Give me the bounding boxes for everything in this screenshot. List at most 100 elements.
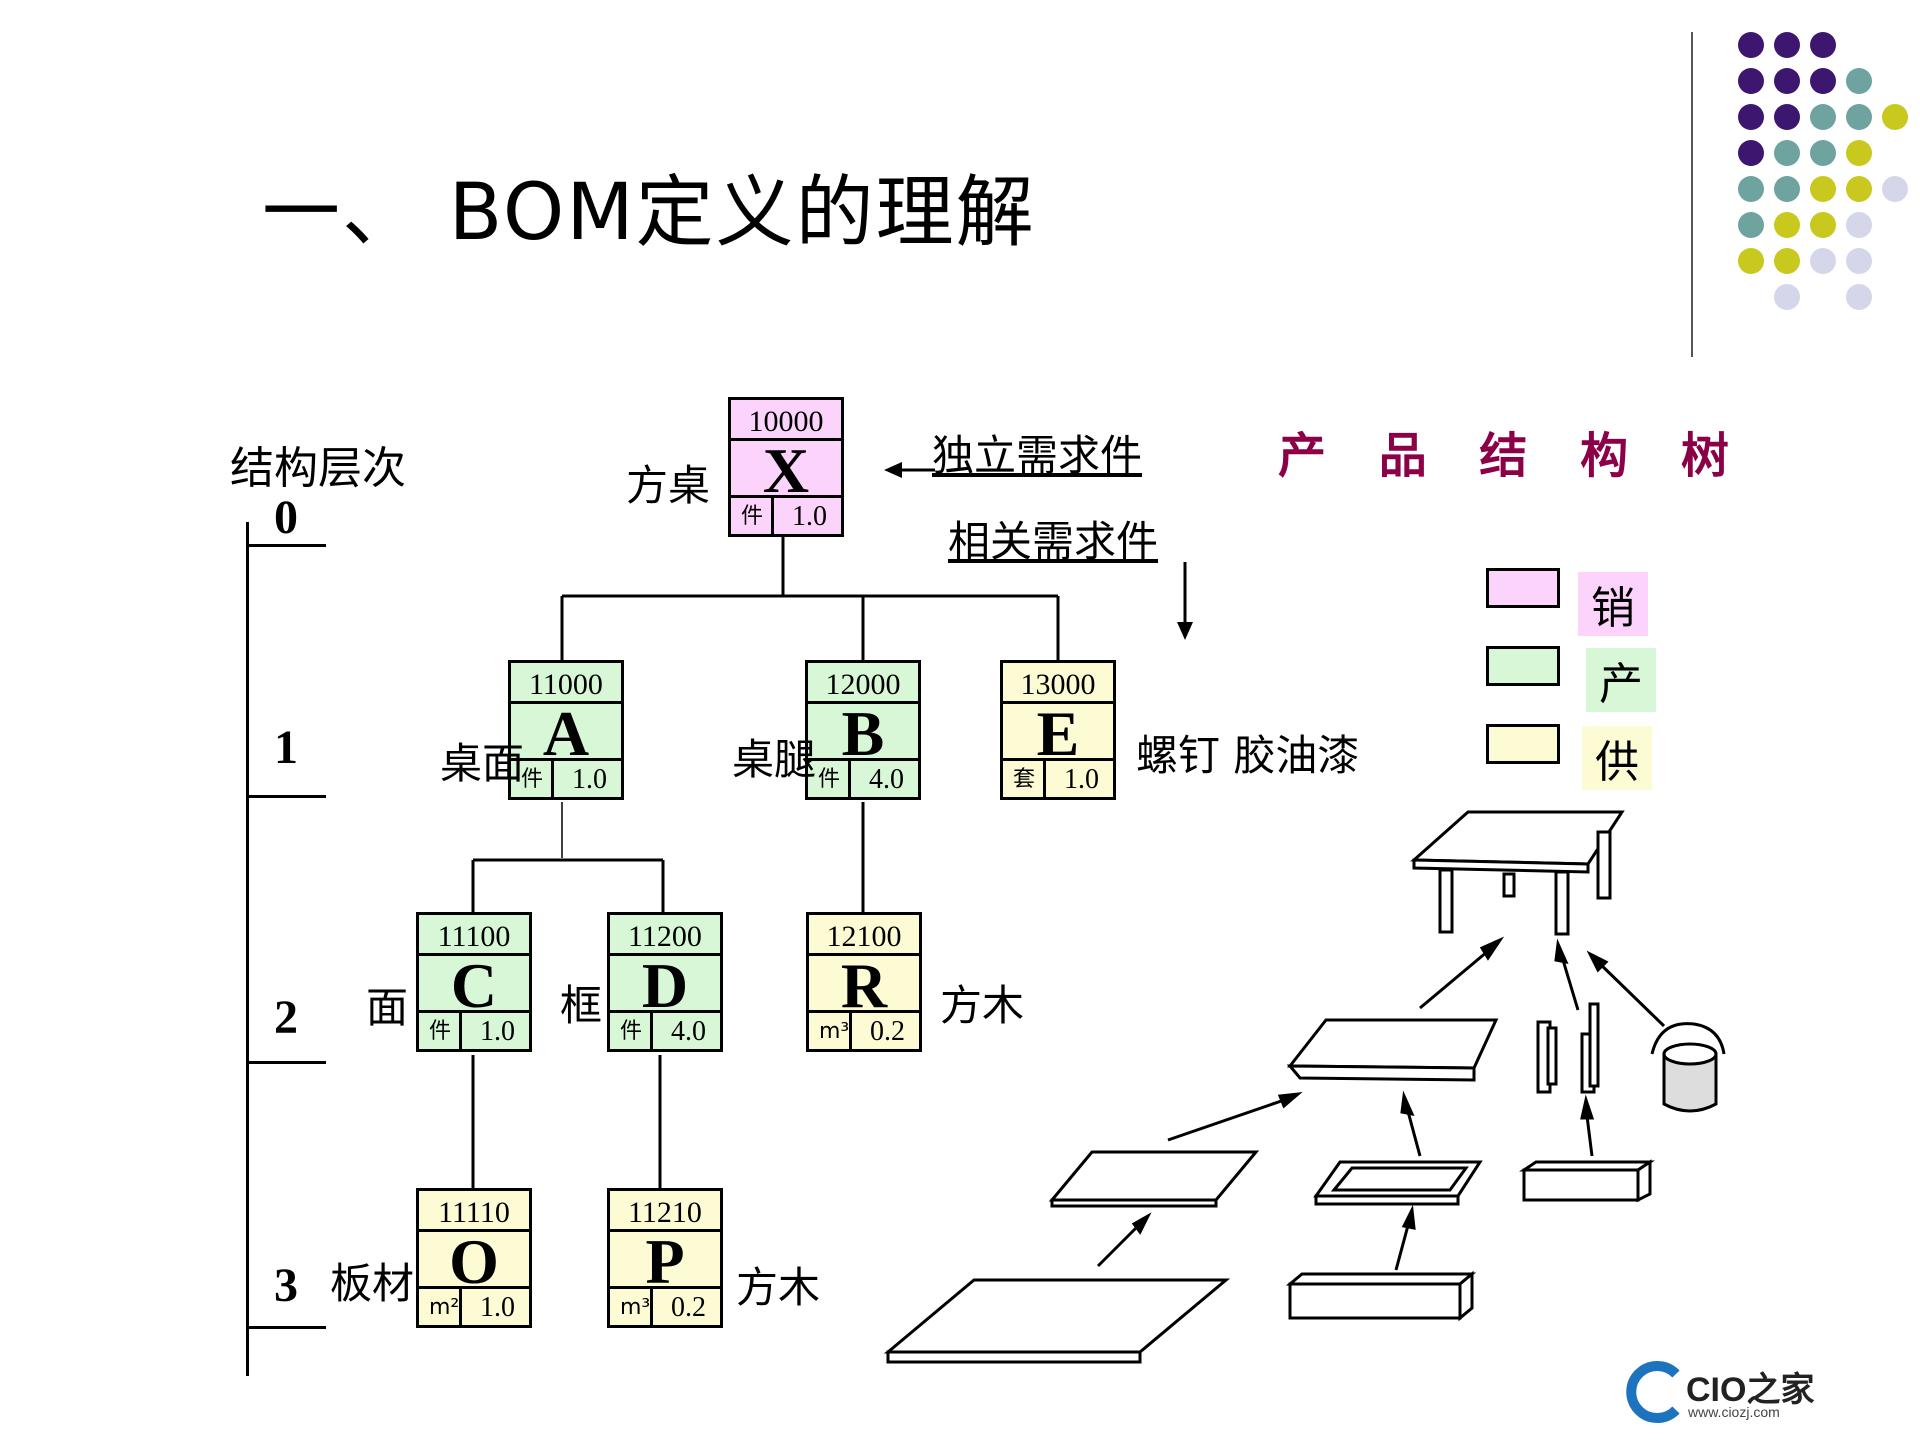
legend-label-production: 产 [1586,648,1656,712]
node-quantity-row: 件 1.0 [419,1010,529,1050]
level-2: 2 [274,991,298,1044]
decorative-dot [1846,284,1872,310]
node-b-name: 桌腿 [732,735,817,784]
decorative-dot [1810,68,1836,94]
decorative-dot [1846,68,1872,94]
node-code: 10000 [731,400,841,441]
divider [551,760,554,798]
decorative-dot [1774,32,1800,58]
decorative-dot [1810,248,1836,274]
node-qty: 1.0 [1064,764,1099,795]
node-letter: B [841,698,885,769]
decorative-dot [1774,284,1800,310]
node-quantity-row: m² 1.0 [419,1286,529,1326]
node-code: 11110 [419,1191,529,1232]
node-letter: X [762,435,810,506]
decorative-dot [1774,248,1800,274]
node-letter: C [450,950,498,1021]
node-letter: P [645,1226,685,1297]
node-unit: 套 [1013,767,1036,792]
level-axis [246,522,249,1376]
independent-demand-label: 独立需求件 [932,431,1143,480]
dependent-demand-label: 相关需求件 [948,517,1159,566]
legend-label-supply: 供 [1582,726,1652,790]
decorative-dot [1846,140,1872,166]
legend-swatch-production [1486,646,1560,686]
legend-label-sales: 销 [1578,572,1648,636]
node-qty: 1.0 [480,1292,515,1323]
node-qty: 0.2 [671,1292,706,1323]
node-qty: 4.0 [869,764,904,795]
logo-brand: CIO之家 [1686,1371,1815,1409]
level-tick-0 [246,544,326,547]
divider [650,1012,653,1050]
page-title: 一、 BOM定义的理解 [262,168,1036,258]
node-code: 12100 [809,915,919,956]
level-1: 1 [274,721,298,774]
node-letter: A [542,698,590,769]
node-r: 12100 R m³ 0.2 [806,912,922,1052]
node-unit: m³ [819,1019,850,1044]
level-tick-1 [246,795,326,798]
node-unit: m² [429,1295,460,1320]
decorative-dot [1882,104,1908,130]
decorative-dot [1810,140,1836,166]
decorative-dot [1810,32,1836,58]
node-qty: 0.2 [870,1016,905,1047]
node-letter: O [449,1226,499,1297]
decorative-dot [1738,140,1764,166]
node-letter: D [641,950,689,1021]
decorative-dot [1846,176,1872,202]
node-code: 11200 [610,915,720,956]
structure-level-label: 结构层次 [230,443,406,494]
divider [849,1012,852,1050]
decorative-dot [1774,104,1800,130]
node-unit: 件 [429,1019,452,1044]
level-3: 3 [274,1259,298,1312]
divider [650,1288,653,1326]
legend-swatch-sales [1486,568,1560,608]
node-code: 13000 [1003,663,1113,704]
logo-url: www.ciozj.com [1688,1404,1780,1420]
decorative-dot [1882,176,1908,202]
logo-ring-icon [1626,1361,1680,1423]
node-o: 11110 O m² 1.0 [416,1188,532,1328]
node-qty: 1.0 [792,501,827,532]
node-qty: 1.0 [480,1016,515,1047]
divider [459,1288,462,1326]
decorative-dot [1774,140,1800,166]
decorative-dot [1846,104,1872,130]
node-quantity-row: 套 1.0 [1003,758,1113,798]
node-quantity-row: m³ 0.2 [809,1010,919,1050]
node-c-name: 面 [366,983,409,1032]
decorative-dot [1738,212,1764,238]
decorative-dot [1774,212,1800,238]
node-x-name: 方桌 [626,461,711,510]
decorative-dot [1738,176,1764,202]
node-letter: R [840,950,888,1021]
legend-swatch-supply [1486,724,1560,764]
level-tick-3 [246,1326,326,1329]
divider [848,760,851,798]
decorative-dot [1846,248,1872,274]
level-tick-2 [246,1061,326,1064]
product-structure-tree-heading: 产 品 结 构 树 [1278,428,1747,484]
node-unit: m³ [620,1295,651,1320]
decorative-dot [1774,68,1800,94]
node-code: 12000 [808,663,918,704]
node-code: 11100 [419,915,529,956]
decorative-dot [1810,212,1836,238]
node-unit: 件 [620,1019,643,1044]
decorative-dot [1774,176,1800,202]
decorative-dot [1738,248,1764,274]
